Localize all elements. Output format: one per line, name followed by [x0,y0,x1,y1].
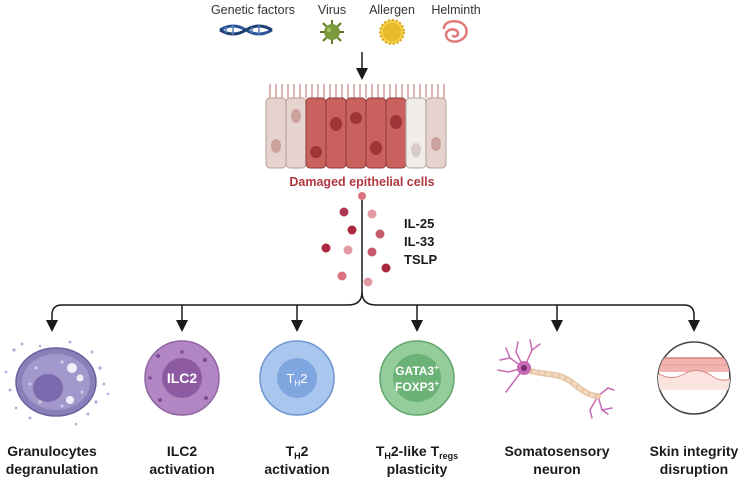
cell-nucleus [411,143,421,157]
cilia [269,84,445,98]
trigger-virus: Virus [318,3,346,44]
outcome-label-line2: degranulation [6,461,99,477]
cell-nucleus [390,115,402,129]
epithelial-cell [265,97,287,169]
treg-marker-foxp3: FOXP3+ [395,379,439,394]
damaged-epithelial-cell [345,97,367,169]
treg-marker-gata3: GATA3+ [395,363,439,378]
trigger-allergen: Allergen [369,3,415,45]
outcome-label-line2: plasticity [387,461,448,477]
cell-nucleus [271,139,281,153]
outcome-label-line2: activation [149,461,214,477]
cytokine-label: IL-25 [404,216,434,231]
helminth-worm-icon [442,20,468,43]
outcome-label-line1: Granulocytes [7,443,97,459]
damaged-epithelial-cell [385,97,407,169]
cytokine-particles [321,192,391,287]
skin-layer-icon [657,341,731,415]
th2-cell-label: TH2 [287,371,308,388]
trigger-genetic-factors: Genetic factors [211,3,295,36]
damaged-epithelial-cell [325,97,347,169]
outcome-label-line2: activation [264,461,329,477]
trigger-label: Genetic factors [211,3,295,17]
neuron-icon [497,339,615,419]
outcome-label-line1: Somatosensory [504,443,609,459]
cell-nucleus [431,137,441,151]
cytokine-label: IL-33 [404,234,434,249]
outcome-labels: Granulocytes degranulation ILC2 activati… [6,443,739,477]
allergen-pollen-icon [379,19,405,45]
epithelial-cell [285,97,307,169]
epithelium [265,84,447,169]
th2-cell-icon: TH2 [259,340,335,416]
ilc2-cell-label: ILC2 [167,370,198,386]
trigger-label: Virus [318,3,346,17]
cell-nucleus [291,109,301,123]
outcome-label-line1: ILC2 [167,443,198,459]
cell-nucleus [350,112,362,124]
cell-nucleus [330,117,342,131]
treg-cell-icon: GATA3+ FOXP3+ [379,340,455,416]
branch-connectors [46,200,700,332]
cell-nucleus [310,146,322,158]
epithelial-cell [425,97,447,169]
virus-icon [320,20,344,44]
granulocyte-icon [4,340,110,426]
epithelial-cell [405,97,427,169]
outcome-label-line2: disruption [660,461,728,477]
trigger-label: Helminth [431,3,480,17]
ilc2-cell-icon: ILC2 [144,340,220,416]
trigger-helminth: Helminth [431,3,481,43]
outcome-label-line1: Skin integrity [650,443,739,459]
epithelium-label: Damaged epithelial cells [289,175,434,189]
cell-nucleus [370,141,382,155]
trigger-label: Allergen [369,3,415,17]
cytokine-label: TSLP [404,252,438,267]
outcome-label-line1: TH2-like Tregs [376,443,458,461]
damaged-epithelial-cell [365,97,387,169]
dna-icon [219,24,273,36]
outcome-label-line2: neuron [533,461,580,477]
outcome-label-line1: TH2 [286,443,309,461]
